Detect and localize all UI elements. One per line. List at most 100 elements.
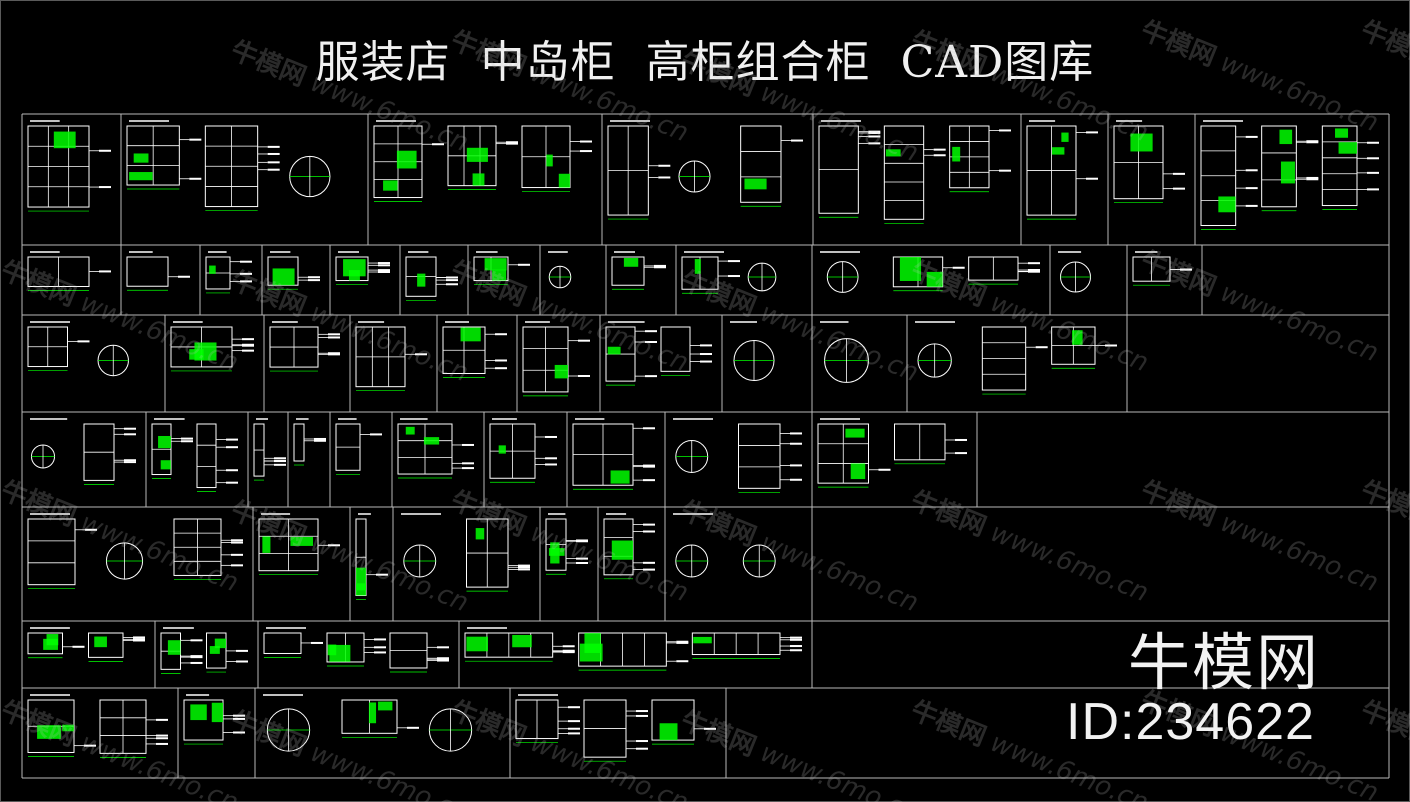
garment-fill	[693, 636, 712, 644]
drawing-cell	[293, 418, 326, 466]
garment-fill	[396, 150, 417, 169]
garment-fill	[1051, 147, 1065, 155]
garment-fill	[37, 725, 61, 739]
garment-fill	[850, 463, 866, 480]
garment-fill	[214, 638, 226, 649]
garment-fill	[1280, 161, 1295, 184]
garment-fill	[43, 638, 58, 650]
drawing-cell	[820, 251, 1040, 293]
sheet-grid	[21, 113, 1390, 779]
garment-fill	[327, 644, 337, 656]
drawing-cells	[27, 120, 1379, 762]
cabinet-outline	[1321, 125, 1358, 207]
garment-fill	[383, 180, 398, 191]
cabinet-outline	[27, 632, 63, 655]
drawing-cell	[522, 321, 590, 397]
model-id-label: ID:234622	[1066, 693, 1315, 751]
drawing-cell	[1058, 251, 1091, 293]
drawing-cell	[681, 251, 777, 294]
drawing-cell	[397, 418, 474, 479]
garment-fill	[378, 701, 393, 711]
garment-fill	[189, 349, 204, 360]
garment-fill	[845, 428, 865, 438]
drawing-cell	[1113, 120, 1185, 204]
drawing-cell	[27, 120, 111, 212]
garment-fill	[368, 702, 377, 724]
drawing-cell	[30, 418, 136, 485]
garment-fill	[209, 646, 220, 654]
drawing-cell	[335, 418, 382, 475]
garment-fill	[498, 445, 506, 454]
garment-fill	[659, 723, 678, 741]
drawing-cell	[572, 418, 655, 490]
garment-fill	[952, 146, 961, 162]
cabinet-outline	[883, 125, 925, 220]
garment-fill	[466, 636, 488, 652]
garment-fill	[158, 435, 171, 449]
drawing-cell	[269, 321, 340, 372]
drawing-cell	[915, 321, 1117, 395]
drawing-cell	[611, 251, 666, 290]
drawing-cell	[373, 120, 592, 202]
drawing-cell	[405, 251, 458, 301]
drawing-cell	[267, 251, 320, 290]
garment-fill	[492, 269, 507, 281]
drawing-cell	[605, 321, 712, 386]
drawing-cell	[673, 513, 776, 578]
drawing-cell	[545, 513, 588, 575]
drawing-cell	[607, 120, 803, 220]
garment-fill	[343, 259, 366, 277]
cabinet-outline	[1261, 125, 1297, 208]
cabinet-outline	[611, 256, 645, 286]
drawing-cell	[335, 251, 390, 285]
garment-fill	[899, 257, 922, 281]
garment-fill	[1218, 196, 1236, 213]
cabinet-outline	[740, 125, 782, 203]
drawing-cell	[355, 513, 388, 600]
garment-fill	[190, 704, 207, 721]
drawing-cell	[818, 120, 1011, 224]
drawing-cell	[160, 627, 248, 674]
garment-fill	[1338, 142, 1357, 154]
garment-fill	[484, 258, 507, 271]
garment-fill	[133, 153, 149, 163]
garment-fill	[584, 633, 601, 653]
garment-fill	[290, 536, 314, 546]
garment-fill	[356, 583, 366, 596]
garment-fill	[694, 259, 701, 274]
cabinet-outline	[196, 423, 217, 489]
drawing-cell	[27, 513, 243, 590]
garment-fill	[405, 426, 415, 435]
garment-fill	[1072, 330, 1083, 345]
cabinet-outline	[27, 518, 76, 586]
garment-fill	[1130, 133, 1153, 152]
drawing-cell	[820, 321, 869, 383]
cabinet-outline	[293, 423, 305, 462]
garment-fill	[1335, 128, 1349, 138]
garment-fill	[94, 636, 107, 648]
garment-fill	[1061, 132, 1069, 142]
garment-fill	[885, 149, 901, 157]
drawing-cell	[253, 418, 286, 481]
garment-fill	[356, 567, 366, 591]
garment-fill	[607, 346, 621, 355]
garment-fill	[167, 640, 181, 655]
garment-fill	[160, 460, 171, 470]
drawing-cell	[473, 251, 530, 285]
drawing-cell	[170, 321, 254, 372]
drawing-cell	[817, 418, 967, 488]
drawing-title: 服装店 中岛柜 高柜组合柜 CAD图库	[315, 37, 1095, 88]
garment-fill	[1279, 129, 1293, 145]
drawing-cell	[258, 513, 340, 576]
garment-fill	[554, 364, 568, 379]
garment-fill	[546, 154, 553, 167]
drawing-cell	[263, 627, 449, 673]
drawing-cell	[263, 694, 473, 752]
drawing-cell	[183, 694, 245, 745]
drawing-cell	[464, 627, 802, 671]
drawing-cell	[27, 321, 129, 377]
garment-fill	[744, 178, 767, 190]
drawing-cell	[730, 321, 775, 381]
garment-fill	[209, 265, 216, 274]
